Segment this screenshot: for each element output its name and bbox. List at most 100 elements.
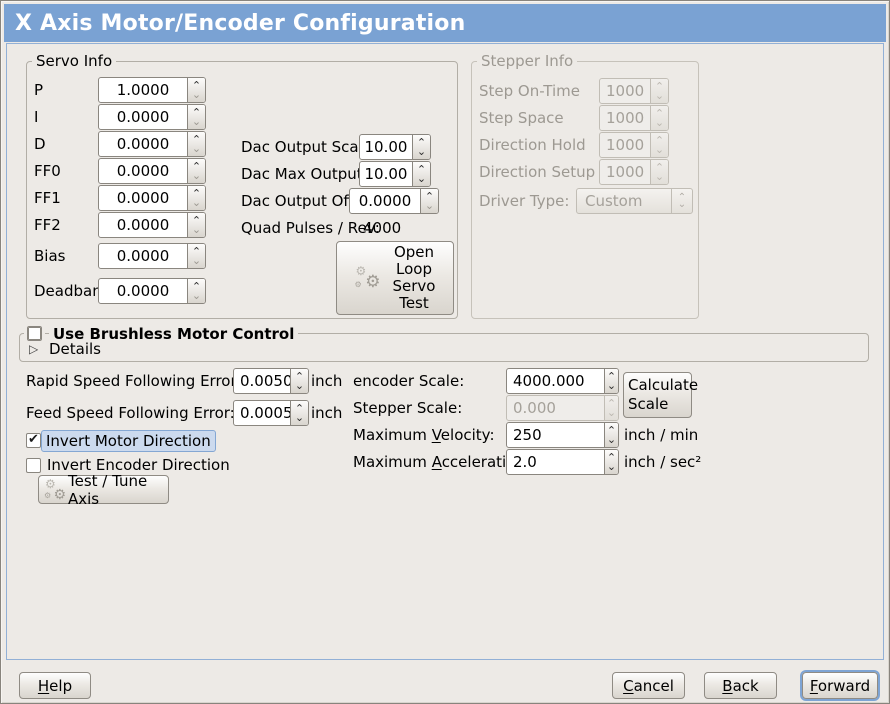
use-brushless-checkbox[interactable] bbox=[24, 323, 45, 344]
p-input[interactable]: 1.0000 ⌃⌄ bbox=[98, 77, 206, 103]
dac-output-offset-input[interactable]: 0.0000 ⌃⌄ bbox=[349, 188, 439, 214]
back-button[interactable]: Back bbox=[704, 672, 777, 699]
gears-icon: ⚙ ⚙ ⚙ bbox=[355, 264, 383, 292]
spin-up-icon[interactable]: ⌃ bbox=[191, 105, 202, 119]
spin-down-icon[interactable]: ⌄ bbox=[424, 198, 435, 212]
p-spinner[interactable]: ⌃⌄ bbox=[187, 78, 205, 102]
forward-button[interactable]: Forward bbox=[802, 672, 878, 699]
ff0-input[interactable]: 0.0000 ⌃⌄ bbox=[98, 158, 206, 184]
direction-hold-label: Direction Hold bbox=[479, 136, 586, 154]
spin-up-icon[interactable]: ⌃ bbox=[191, 186, 202, 200]
i-spinner[interactable]: ⌃⌄ bbox=[187, 105, 205, 129]
step-space-spinner: ⌃⌄ bbox=[650, 106, 668, 130]
use-brushless-label[interactable]: Use Brushless Motor Control bbox=[49, 326, 299, 342]
encoder-scale-spinner[interactable]: ⌃⌄ bbox=[604, 369, 618, 393]
bias-spinner[interactable]: ⌃⌄ bbox=[187, 244, 205, 268]
spin-up-icon: ⌃ bbox=[677, 192, 687, 203]
i-input[interactable]: 0.0000 ⌃⌄ bbox=[98, 104, 206, 130]
ff1-input[interactable]: 0.0000 ⌃⌄ bbox=[98, 185, 206, 211]
cancel-button[interactable]: Cancel bbox=[612, 672, 685, 699]
direction-setup-input: 1000 ⌃⌄ bbox=[599, 159, 669, 185]
invert-encoder-checkbox[interactable] bbox=[26, 458, 41, 473]
dac-max-output-input[interactable]: 10.00 ⌃⌄ bbox=[359, 161, 431, 187]
calculate-line1: Calculate bbox=[628, 376, 699, 394]
dac-output-scale-input[interactable]: 10.00 ⌃⌄ bbox=[359, 134, 431, 160]
spin-up-icon[interactable]: ⌃ bbox=[191, 244, 202, 258]
open-loop-line1: Open bbox=[393, 243, 435, 261]
spin-up-icon[interactable]: ⌃ bbox=[191, 213, 202, 227]
spin-up-icon[interactable]: ⌃ bbox=[191, 279, 202, 293]
spin-up-icon[interactable]: ⌃ bbox=[416, 135, 427, 149]
invert-motor-label[interactable]: Invert Motor Direction bbox=[41, 430, 216, 452]
open-loop-servo-test-button[interactable]: ⚙ ⚙ ⚙ Open Loop Servo Test bbox=[336, 241, 454, 315]
dac-output-offset-label: Dac Output Offset: bbox=[241, 192, 382, 210]
gears-icon: ⚙ ⚙ ⚙ bbox=[44, 477, 68, 503]
spin-down-icon[interactable]: ⌄ bbox=[191, 288, 202, 302]
checkbox-box bbox=[28, 327, 41, 340]
details-expander-label[interactable]: Details bbox=[49, 340, 102, 358]
calculate-scale-button[interactable]: Calculate Scale bbox=[623, 372, 698, 418]
max-velocity-spinner[interactable]: ⌃⌄ bbox=[604, 423, 618, 447]
spin-up-icon[interactable]: ⌃ bbox=[424, 189, 435, 203]
spin-down-icon[interactable]: ⌄ bbox=[416, 171, 427, 185]
feed-following-error-input[interactable]: 0.0005 ⌃⌄ bbox=[233, 400, 309, 426]
spin-up-icon[interactable]: ⌃ bbox=[606, 450, 617, 464]
ff2-spinner[interactable]: ⌃⌄ bbox=[187, 213, 205, 237]
spin-down-icon[interactable]: ⌄ bbox=[191, 114, 202, 128]
ff1-spinner[interactable]: ⌃⌄ bbox=[187, 186, 205, 210]
d-input[interactable]: 0.0000 ⌃⌄ bbox=[98, 131, 206, 157]
spin-up-icon[interactable]: ⌃ bbox=[606, 369, 617, 383]
spin-down-icon[interactable]: ⌄ bbox=[191, 195, 202, 209]
max-velocity-input[interactable]: 250 ⌃⌄ bbox=[506, 422, 619, 448]
spin-down-icon[interactable]: ⌄ bbox=[606, 378, 617, 392]
spin-down-icon[interactable]: ⌄ bbox=[191, 168, 202, 182]
spin-down-icon[interactable]: ⌄ bbox=[606, 459, 617, 473]
spin-down-icon[interactable]: ⌄ bbox=[294, 410, 305, 424]
dac-max-output-spinner[interactable]: ⌃⌄ bbox=[412, 162, 430, 186]
max-accel-mnemonic: A bbox=[431, 453, 442, 471]
dac-output-offset-value: 0.0000 bbox=[358, 192, 412, 210]
max-accel-pre: Maximum bbox=[353, 453, 432, 471]
ff0-spinner[interactable]: ⌃⌄ bbox=[187, 159, 205, 183]
max-acceleration-spinner[interactable]: ⌃⌄ bbox=[604, 450, 618, 474]
test-tune-axis-button[interactable]: ⚙ ⚙ ⚙ Test / Tune Axis bbox=[38, 472, 169, 508]
spin-up-icon[interactable]: ⌃ bbox=[294, 401, 305, 415]
calculate-line2: Scale bbox=[628, 395, 669, 413]
encoder-scale-input[interactable]: 4000.000 ⌃⌄ bbox=[506, 368, 619, 394]
spin-down-icon[interactable]: ⌄ bbox=[606, 432, 617, 446]
spin-up-icon[interactable]: ⌃ bbox=[191, 132, 202, 146]
spin-down-icon: ⌄ bbox=[677, 199, 687, 210]
spin-up-icon[interactable]: ⌃ bbox=[191, 78, 202, 92]
spin-down-icon[interactable]: ⌄ bbox=[191, 141, 202, 155]
max-acceleration-value: 2.0 bbox=[513, 453, 537, 471]
max-acceleration-input[interactable]: 2.0 ⌃⌄ bbox=[506, 449, 619, 475]
stepper-scale-label: Stepper Scale: bbox=[353, 399, 463, 417]
step-space-input: 1000 ⌃⌄ bbox=[599, 105, 669, 131]
rapid-following-error-input[interactable]: 0.0050 ⌃⌄ bbox=[233, 368, 309, 394]
invert-encoder-label[interactable]: Invert Encoder Direction bbox=[47, 456, 230, 474]
dac-output-scale-spinner[interactable]: ⌃⌄ bbox=[412, 135, 430, 159]
ff2-input[interactable]: 0.0000 ⌃⌄ bbox=[98, 212, 206, 238]
spin-down-icon[interactable]: ⌄ bbox=[416, 144, 427, 158]
expander-arrow-icon[interactable]: ▷ bbox=[29, 342, 39, 356]
spin-up-icon[interactable]: ⌃ bbox=[416, 162, 427, 176]
bias-input[interactable]: 0.0000 ⌃⌄ bbox=[98, 243, 206, 269]
spin-down-icon[interactable]: ⌄ bbox=[294, 378, 305, 392]
rapid-spinner[interactable]: ⌃⌄ bbox=[290, 369, 308, 393]
dac-output-offset-spinner[interactable]: ⌃⌄ bbox=[420, 189, 438, 213]
spin-down-icon[interactable]: ⌄ bbox=[191, 253, 202, 267]
stepper-info-frame-label: Stepper Info bbox=[477, 53, 578, 69]
d-spinner[interactable]: ⌃⌄ bbox=[187, 132, 205, 156]
spin-up-icon: ⌃ bbox=[654, 106, 665, 120]
spin-up-icon[interactable]: ⌃ bbox=[606, 423, 617, 437]
feed-spinner[interactable]: ⌃⌄ bbox=[290, 401, 308, 425]
spin-down-icon[interactable]: ⌄ bbox=[191, 222, 202, 236]
spin-up-icon[interactable]: ⌃ bbox=[191, 159, 202, 173]
deadband-spinner[interactable]: ⌃⌄ bbox=[187, 279, 205, 303]
spin-down-icon[interactable]: ⌄ bbox=[191, 87, 202, 101]
help-button[interactable]: Help bbox=[19, 672, 91, 699]
spin-up-icon[interactable]: ⌃ bbox=[294, 369, 305, 383]
deadband-input[interactable]: 0.0000 ⌃⌄ bbox=[98, 278, 206, 304]
invert-motor-checkbox[interactable]: ✔ bbox=[26, 433, 41, 448]
